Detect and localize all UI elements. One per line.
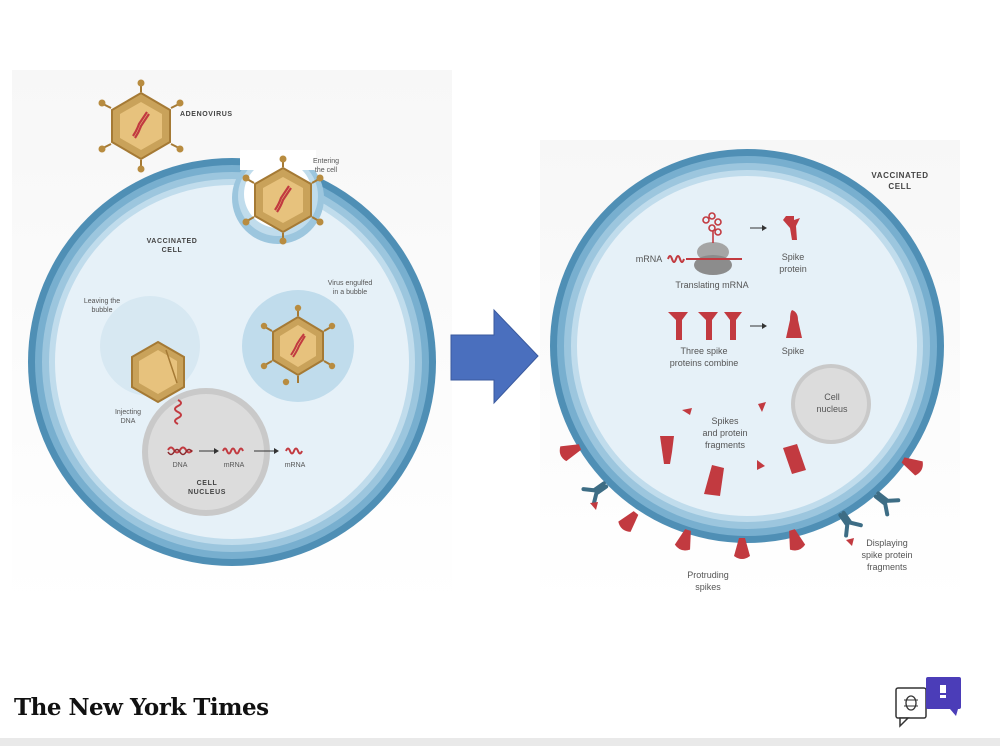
spikes-fragments-label-3: fragments — [705, 440, 746, 450]
mrna-strand-icon — [667, 255, 685, 263]
cell-nucleus-label-1: CELL — [197, 480, 218, 487]
spike-protein-label-2: protein — [779, 264, 807, 274]
vaccinated-cell-label-1: VACCINATED — [147, 238, 198, 245]
receptor-displaying-fragments — [581, 475, 901, 546]
mrna-strand-icon — [222, 447, 244, 455]
cell-nucleus-right — [791, 364, 871, 444]
entering-cell-label-1: Entering — [313, 158, 339, 165]
virus-engulfed-label-2: in a bubble — [333, 289, 367, 296]
translating-mrna-label: Translating mRNA — [675, 280, 748, 290]
cell-nucleus-right-label-2: nucleus — [816, 404, 848, 414]
adenovirus-icon — [98, 79, 184, 173]
spike-label: Spike — [782, 346, 805, 356]
spikes-fragments-label-2: and protein — [702, 428, 747, 438]
three-spike-label-2: proteins combine — [670, 358, 739, 368]
spike-protein-label-1: Spike — [782, 252, 805, 262]
cell-nucleus-label-2: NUCLEUS — [188, 489, 226, 496]
injecting-dna-label-2: DNA — [121, 418, 136, 425]
bottom-bar — [0, 738, 1000, 746]
spike-protein-icon — [783, 216, 800, 240]
leaving-bubble-label-2: bubble — [91, 307, 112, 314]
leaving-bubble-label-1: Leaving the — [84, 298, 120, 305]
spikes-fragments-label-1: Spikes — [711, 416, 739, 426]
three-spike-label-1: Three spike — [680, 346, 727, 356]
cell-nucleus-right-label-1: Cell — [824, 392, 840, 402]
arrow-right-icon — [214, 448, 219, 454]
arrow-right-icon — [274, 448, 279, 454]
adenovirus-injecting-icon — [131, 340, 185, 404]
mrna-outside-label: mRNA — [285, 462, 306, 469]
vaccinated-cell-right-label-1: VACCINATED — [871, 171, 928, 180]
vaccinated-cell-right-label-2: CELL — [888, 182, 911, 191]
adenovirus-entering-icon — [242, 155, 324, 245]
mrna-label: mRNA — [636, 254, 663, 264]
arrow-right-icon — [762, 323, 767, 329]
entering-cell-label-2: the cell — [315, 167, 338, 174]
arrow-right-icon — [450, 308, 539, 405]
ribosome-icon — [667, 212, 742, 275]
injected-dna-strand — [174, 399, 182, 425]
engulfed-bubble — [242, 290, 354, 402]
three-spikes-icon — [668, 312, 742, 340]
injecting-dna-label-1: Injecting — [115, 409, 141, 416]
vaccinated-cell-label-2: CELL — [162, 247, 183, 254]
adenovirus-label: ADENOVIRUS — [180, 111, 233, 118]
mrna-strand-icon — [285, 447, 303, 455]
vaccinated-cell-right — [550, 149, 944, 543]
debug-chat-icon[interactable] — [895, 677, 961, 728]
virus-engulfed-label-1: Virus engulfed — [328, 280, 373, 287]
arrow-right-icon — [762, 225, 767, 231]
mrna-inside-label: mRNA — [224, 462, 245, 469]
protruding-spikes-label-1: Protruding — [687, 570, 729, 580]
dna-strand-icon — [167, 446, 193, 454]
dna-label: DNA — [173, 462, 188, 469]
spike-fragments — [660, 402, 806, 496]
displaying-fragments-label-2: spike protein — [861, 550, 912, 560]
displaying-fragments-label-3: fragments — [867, 562, 908, 572]
adenovirus-engulfed-icon — [260, 304, 336, 386]
cell-nucleus-left — [142, 388, 270, 516]
displaying-fragments-label-1: Displaying — [866, 538, 908, 548]
protruding-spikes-label-2: spikes — [695, 582, 721, 592]
spike-icon — [786, 310, 802, 338]
nyt-logo: The New York Times — [14, 694, 269, 721]
vaccinated-cell-left — [28, 150, 436, 566]
right-panel: VACCINATED CELL mRNA Translating mRNA Sp… — [540, 140, 960, 605]
left-panel: ADENOVIRUS Entering the cell VACCINATED … — [12, 70, 452, 610]
